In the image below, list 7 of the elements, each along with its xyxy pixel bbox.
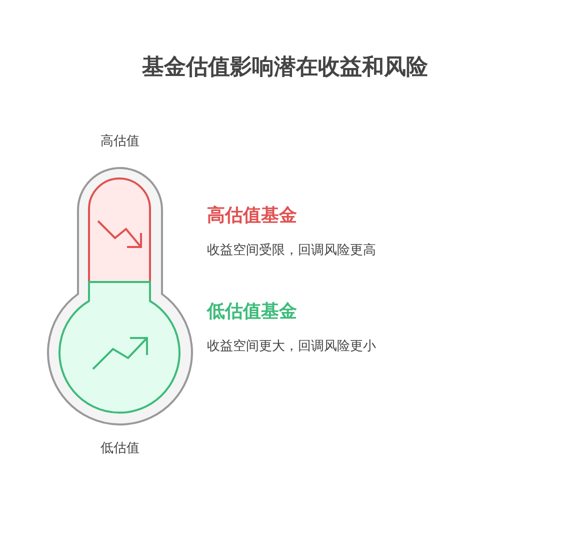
description: 收益空间更大，回调风险更小 — [207, 339, 376, 355]
heading: 低估值基金 — [207, 302, 297, 322]
title: 基金估值影响潜在收益和风险 — [141, 54, 429, 82]
description: 收益空间受限，回调风险更高 — [207, 243, 376, 259]
scale-label: 高估值 — [100, 134, 140, 150]
heading: 高估值基金 — [207, 206, 297, 226]
scale-label: 低估值 — [100, 441, 140, 457]
